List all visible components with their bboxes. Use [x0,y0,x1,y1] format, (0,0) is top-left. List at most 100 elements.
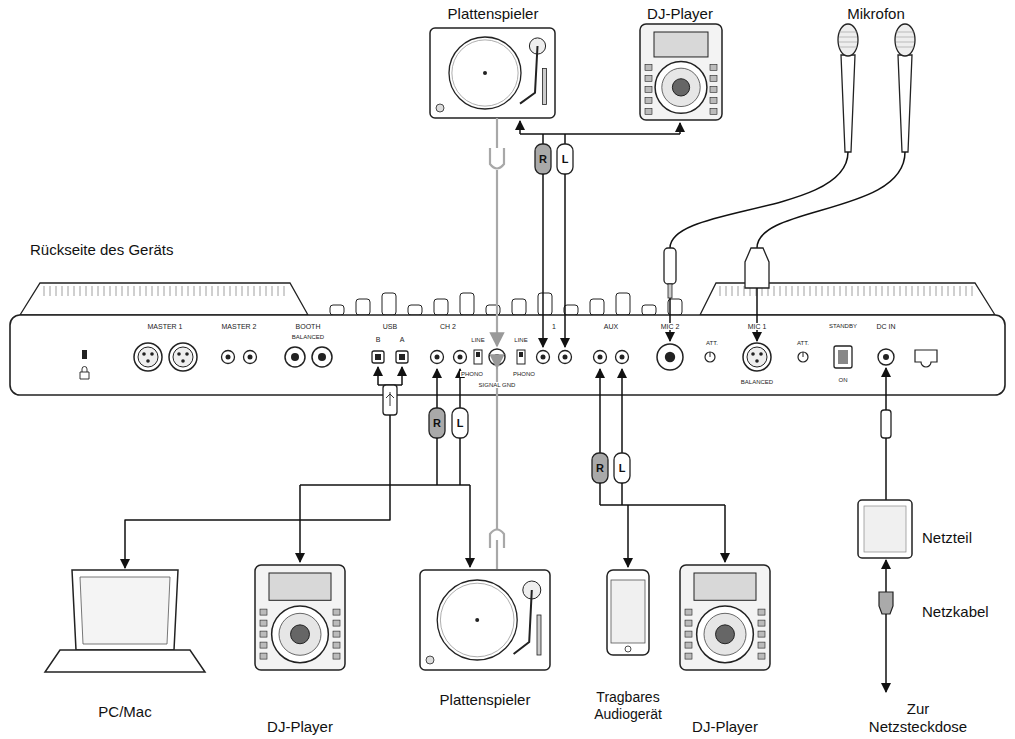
start-button [426,656,434,664]
panel-body [10,315,1005,395]
channel-marker: L [457,418,464,429]
jog-texture [248,286,249,296]
mic-cable [670,152,848,248]
jog-texture [816,286,817,296]
jog-texture [804,286,805,296]
panel-label: 1 [551,323,557,330]
att-knob [710,352,711,357]
jog-texture [206,286,207,296]
line-phono-switch [474,350,482,364]
channel-marker: L [619,463,626,474]
cable [377,367,379,385]
jog-texture [242,286,243,296]
ground-wire [496,170,498,346]
dc-in-jack [878,349,894,365]
jog-texture [726,286,727,296]
player-button [260,609,267,615]
panel-label: DC IN [875,323,896,330]
cable [564,134,566,144]
jog-texture [948,286,949,296]
panel-label: LINE [470,337,485,343]
device-label: PC/Mac [98,703,151,721]
xlr-jack [169,343,197,371]
panel-label: A [399,336,406,343]
att-knob [705,352,715,362]
cable [621,369,623,453]
player-button [260,642,267,648]
usb-b-port [396,351,408,363]
switch-lever [476,352,480,357]
jog-texture [918,286,919,296]
rca-plug [429,408,445,438]
jog-texture [230,286,231,296]
xlr-pin [755,359,759,363]
knob [434,299,448,315]
phone-jack [665,352,675,362]
player-button [758,631,765,637]
xlr-jack [173,347,193,367]
cable [300,484,470,486]
standby-switch [834,346,852,368]
ground-terminal [489,349,505,365]
phone-jack [285,347,305,367]
rca-jack [559,351,572,364]
player-screen [694,573,756,600]
cable [724,505,726,562]
cable [520,133,680,135]
security-slot [82,350,87,359]
lock-icon [80,367,89,380]
knob [538,293,552,315]
knob [590,299,604,315]
cable [459,438,461,485]
mic-grille [896,37,914,38]
mic-head [838,24,858,56]
rca-jack [248,355,253,360]
panel-label: ATT. [796,340,810,346]
jog-texture [74,286,75,296]
jog-texture [62,286,63,296]
jog-texture [732,286,733,296]
jog-texture [942,286,943,296]
player-button [758,653,765,659]
jog-texture [266,286,267,296]
cable [299,485,301,562]
panel-label: CH 2 [439,323,457,330]
cable [401,367,403,385]
xlr-pin [150,352,154,356]
jog-texture [122,286,123,296]
cable [542,174,544,347]
player-button [758,609,765,615]
xlr-pin [759,352,763,356]
jog-texture [80,286,81,296]
xlr-pin [185,352,189,356]
jog-texture [68,286,69,296]
rca-jack [541,355,546,360]
rca-jack [537,351,550,364]
player-button [333,653,340,659]
device-label: DJ-Player [267,718,333,736]
jog-texture [128,286,129,296]
jog-texture [236,286,237,296]
jog-texture [780,286,781,296]
panel-label: MIC 2 [660,323,681,330]
rca-jack [435,355,440,360]
controller-rear-panel [10,283,1005,395]
dc-plug [881,410,891,438]
jog-texture [260,286,261,296]
line-phono-switch [517,350,525,364]
standby-switch [838,350,848,364]
player-button [645,64,652,70]
player-body [255,565,345,670]
jog-texture [284,286,285,296]
player-button [333,609,340,615]
channel-marker: R [433,418,441,429]
mic-grille [839,42,857,43]
channel-marker: L [562,154,569,165]
jog-texture [272,286,273,296]
panel-label: PHONO [512,371,536,377]
mic-cable [757,152,905,248]
jog-texture [876,286,877,296]
rca-jack [244,351,257,364]
cable [436,438,438,485]
